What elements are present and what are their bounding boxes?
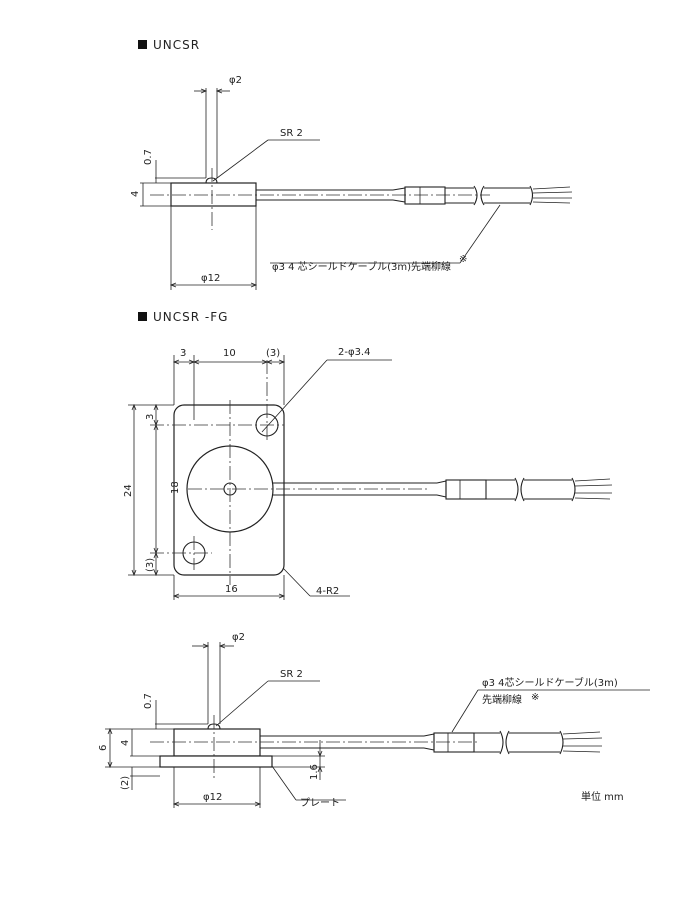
section-marker-icon [138,40,147,49]
dim-4-side: 4 [120,740,131,746]
dim-6-side: 6 [98,745,109,751]
unit-label: 単位 mm [581,790,624,803]
dim-0-7: 0.7 [143,149,154,165]
dim-16: 16 [225,584,238,595]
phi2-label-side: φ2 [232,632,245,643]
cable-note-side-1: φ3 4芯シールドケーブル(3m) [482,676,618,689]
section-uncsr-fg: UNCSR -FG 3 10 [123,310,613,600]
sr2-label: SR 2 [280,128,303,139]
sr2-label-side: SR 2 [280,669,303,680]
dim-3-paren: (3) [266,348,280,359]
cable-mark-side: ※ [531,692,539,703]
sensor-body [170,182,257,207]
dim-1-6-side: 1.6 [309,764,320,780]
dim-0-7-side: 0.7 [143,693,154,709]
dim-3-left: 3 [145,414,156,420]
dim-18: 18 [170,481,181,494]
phi12-label-side: φ12 [203,792,222,803]
dim-3-left-paren: (3) [145,558,156,572]
section2-title: UNCSR -FG [153,310,228,324]
dim-4: 4 [130,191,141,197]
phi12-label: φ12 [201,273,220,284]
dim-10: 10 [223,348,236,359]
cable-mark-1: ※ [459,254,467,265]
cable-note-side-2: 先端柳線 [482,693,522,706]
hole-label: 2-φ3.4 [338,347,370,358]
plate-side [159,755,273,768]
section1-title: UNCSR [153,38,200,52]
sensor-body-side [173,728,261,757]
section-side-plate: φ2 SR 2 φ3 4芯シールドケーブル(3m) 先端柳線 ※ [98,632,650,809]
section-marker-icon [138,312,147,321]
radius-label: 4-R2 [316,586,339,597]
phi2-label: φ2 [229,75,242,86]
dim-3-top: 3 [180,348,186,359]
dim-24: 24 [123,484,134,497]
plate-label: プレート [300,797,340,809]
section-uncsr: UNCSR φ2 SR 2 0.7 4 [130,38,573,290]
cable-note-1: φ3 4 芯シールドケーブル(3m)先端柳線 [272,260,451,273]
dim-2-side: (2) [120,776,131,790]
